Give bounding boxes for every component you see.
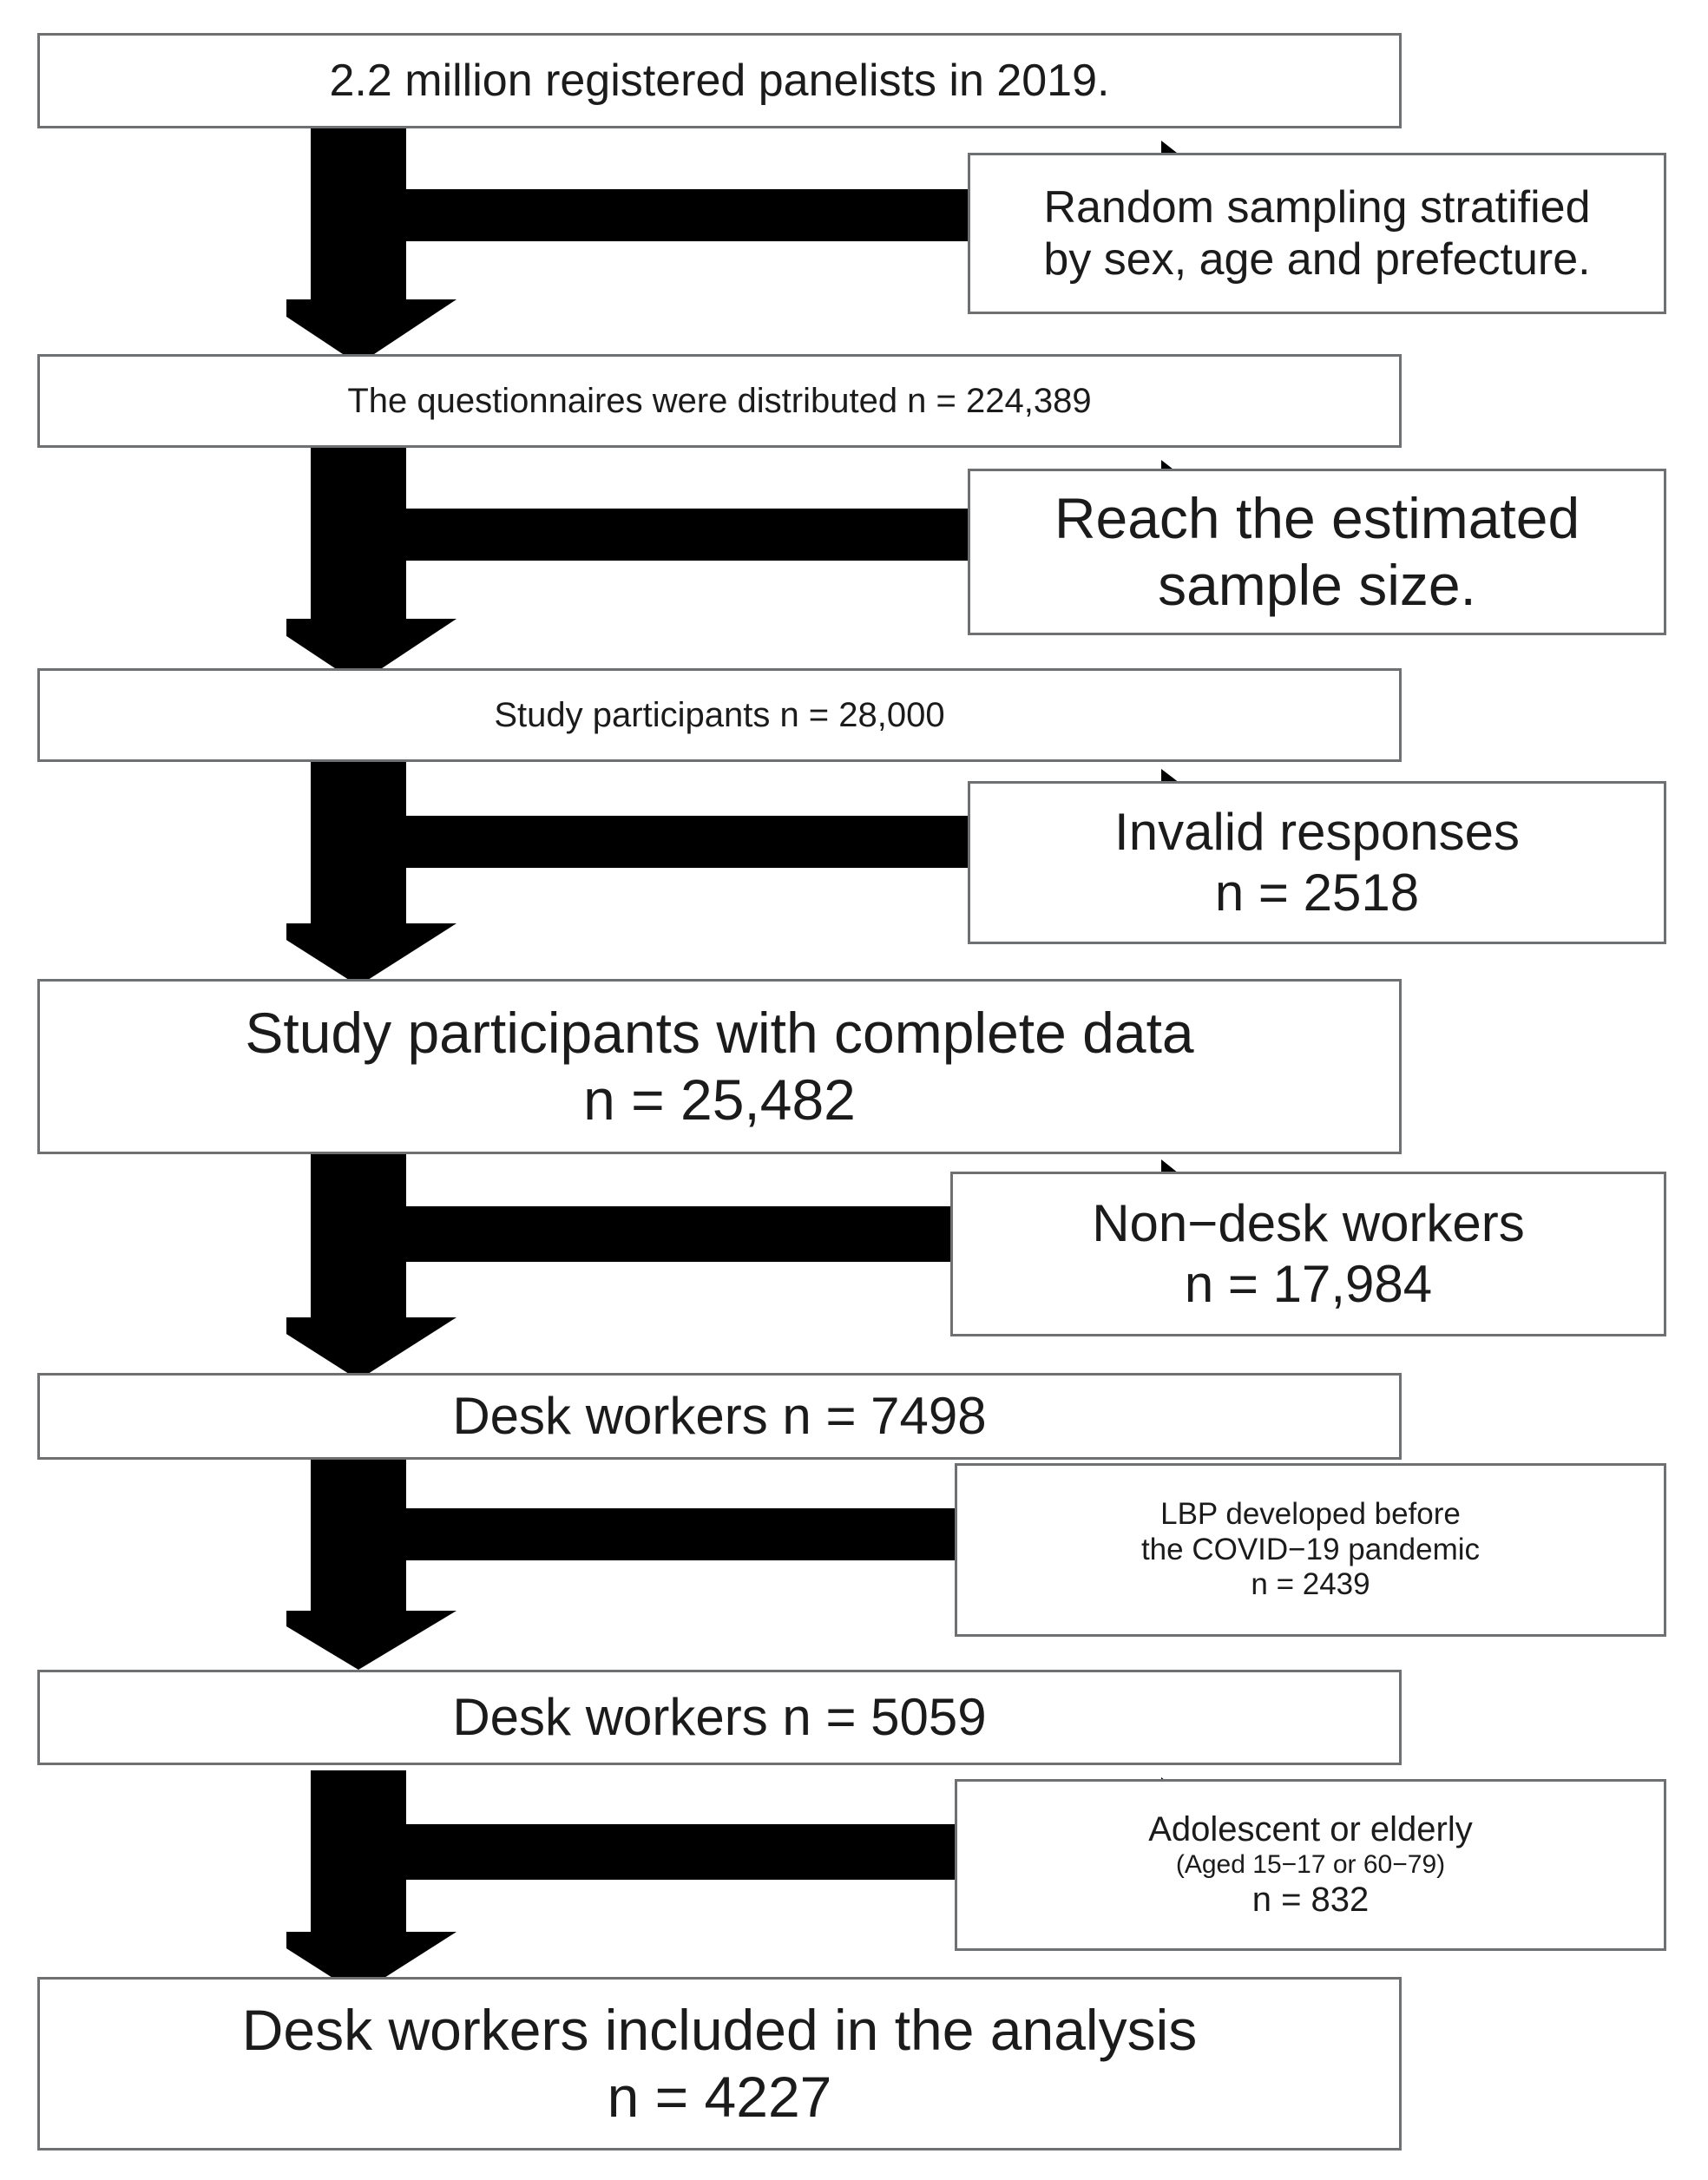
box-line: n = 25,482 [583, 1067, 856, 1132]
box-desk-workers-included: Desk workers included in the analysis n … [37, 1977, 1402, 2150]
box-line: (Aged 15−17 or 60−79) [1175, 1849, 1446, 1879]
box-line: Study participants with complete data [245, 1001, 1194, 1066]
arrow-group-6 [286, 1770, 1258, 1994]
box-line: Desk workers n = 5059 [452, 1688, 987, 1747]
box-line: n = 832 [1251, 1881, 1370, 1920]
arrow-group-2 [286, 441, 1258, 684]
box-line: LBP developed before [1160, 1497, 1461, 1532]
box-line: by sex, age and prefecture. [1043, 234, 1591, 285]
arrow-group-5 [286, 1458, 1258, 1670]
box-registered-panelists: 2.2 million registered panelists in 2019… [37, 33, 1402, 128]
box-line: Reach the estimated [1054, 486, 1580, 551]
box-estimated-sample-size: Reach the estimated sample size. [968, 469, 1666, 635]
box-invalid-responses: Invalid responses n = 2518 [968, 781, 1666, 944]
box-questionnaires-distributed: The questionnaires were distributed n = … [37, 354, 1402, 448]
box-line: the COVID−19 pandemic [1140, 1532, 1481, 1566]
split-arrow-icon [286, 1770, 1257, 1994]
box-line: n = 2518 [1214, 863, 1420, 922]
box-line: Invalid responses [1114, 803, 1520, 862]
box-line: sample size. [1158, 553, 1476, 617]
box-random-sampling: Random sampling stratified by sex, age a… [968, 153, 1666, 314]
box-line: Desk workers included in the analysis [241, 1998, 1198, 2063]
box-adolescent-or-elderly: Adolescent or elderly (Aged 15−17 or 60−… [955, 1779, 1666, 1951]
box-line: Desk workers n = 7498 [452, 1387, 987, 1446]
box-study-participants: Study participants n = 28,000 [37, 668, 1402, 762]
split-arrow-icon [286, 1152, 1257, 1380]
box-line: n = 4227 [607, 2065, 832, 2129]
box-line: n = 2439 [1251, 1567, 1370, 1602]
box-line: Adolescent or elderly [1148, 1810, 1473, 1849]
box-desk-workers-5059: Desk workers n = 5059 [37, 1670, 1402, 1765]
arrow-group-4 [286, 1152, 1258, 1380]
arrow-group-1 [286, 121, 1258, 364]
split-arrow-icon [286, 441, 1257, 684]
split-arrow-icon [286, 753, 1257, 986]
box-desk-workers-7498: Desk workers n = 7498 [37, 1373, 1402, 1460]
box-lbp-before-covid: LBP developed before the COVID−19 pandem… [955, 1463, 1666, 1637]
box-line: Non−desk workers [1092, 1194, 1525, 1253]
box-line: The questionnaires were distributed n = … [347, 381, 1092, 420]
box-line: n = 17,984 [1184, 1255, 1433, 1313]
box-non-desk-workers: Non−desk workers n = 17,984 [950, 1172, 1666, 1336]
arrow-group-3 [286, 753, 1258, 986]
box-complete-data: Study participants with complete data n … [37, 979, 1402, 1154]
box-line: Study participants n = 28,000 [494, 695, 945, 734]
box-line: 2.2 million registered panelists in 2019… [329, 55, 1110, 106]
box-line: Random sampling stratified [1043, 181, 1591, 233]
split-arrow-icon [286, 121, 1257, 364]
split-arrow-icon [286, 1458, 1257, 1670]
